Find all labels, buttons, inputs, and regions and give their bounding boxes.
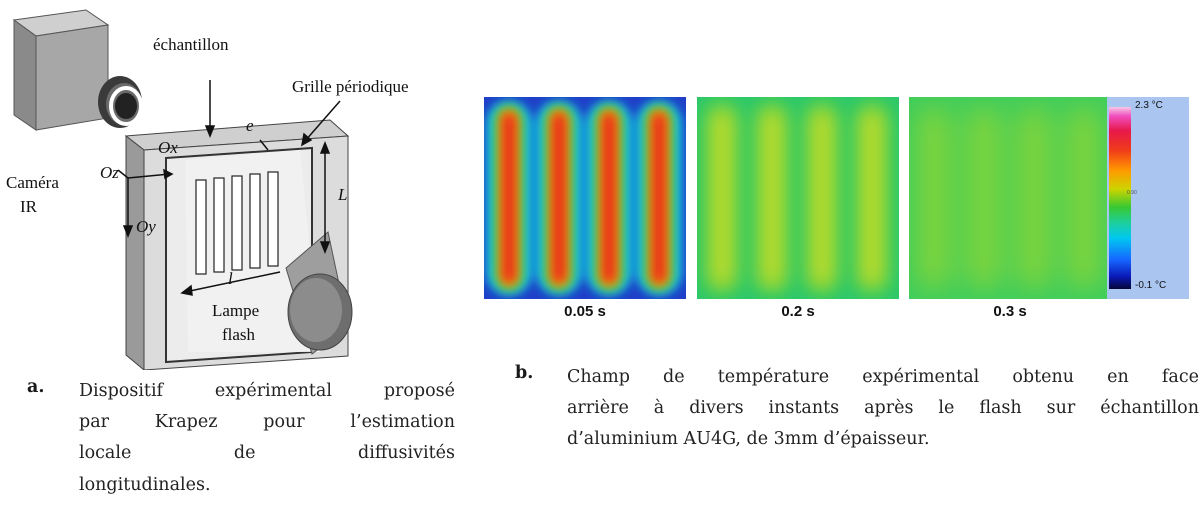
colorbar-mid: 0.90	[1127, 190, 1137, 196]
lamp-label: Lampe	[212, 301, 259, 320]
time-label-2: 0.2 s	[781, 303, 815, 320]
axes	[117, 80, 341, 296]
periodic-grid	[195, 171, 279, 275]
flash-label: flash	[222, 325, 256, 344]
time-label-3: 0.3 s	[993, 303, 1027, 320]
caption-b-line-1: Champ de température expérimental obtenu…	[567, 367, 1199, 387]
width-label: l	[228, 269, 233, 288]
thickness-label: e	[246, 116, 254, 135]
caption-a-line-1: Dispositif expérimental proposé	[79, 381, 455, 401]
caption-b-letter: b.	[515, 363, 534, 383]
caption-a-letter: a.	[27, 377, 45, 397]
colorbar-gradient	[1109, 107, 1131, 289]
length-label: L	[337, 185, 347, 204]
caption-a-line-2: par Krapez pour l’estimation	[79, 412, 455, 432]
colorbar-max: 2.3 °C	[1135, 100, 1163, 111]
temperature-colorbar: 2.3 °C 0.90 -0.1 °C	[1107, 97, 1189, 299]
ir-camera	[12, 9, 143, 131]
thermogram-1	[484, 97, 686, 299]
thermogram-2	[697, 97, 899, 299]
camera-label: Caméra	[6, 173, 59, 192]
caption-b-line-3: d’aluminium AU4G, de 3mm d’épaisseur.	[567, 429, 930, 449]
sample-label: échantillon	[153, 35, 229, 54]
ox-label: Ox	[158, 138, 178, 157]
oz-label: Oz	[100, 163, 119, 182]
caption-b-line-2: arrière à divers instants après le flash…	[567, 398, 1199, 418]
camera-ir-label: IR	[20, 197, 38, 216]
thermogram-3	[909, 97, 1111, 299]
caption-a-line-4: longitudinales.	[79, 475, 211, 495]
flash-lamp	[285, 231, 353, 355]
caption-a-line-3: locale de diffusivités	[79, 443, 455, 463]
grid-label: Grille périodique	[292, 77, 409, 96]
oy-label: Oy	[136, 217, 156, 236]
time-label-1: 0.05 s	[564, 303, 606, 320]
setup-diagram: Caméra IR échantillon Grille périodique …	[6, 9, 409, 370]
colorbar-min: -0.1 °C	[1135, 280, 1167, 291]
